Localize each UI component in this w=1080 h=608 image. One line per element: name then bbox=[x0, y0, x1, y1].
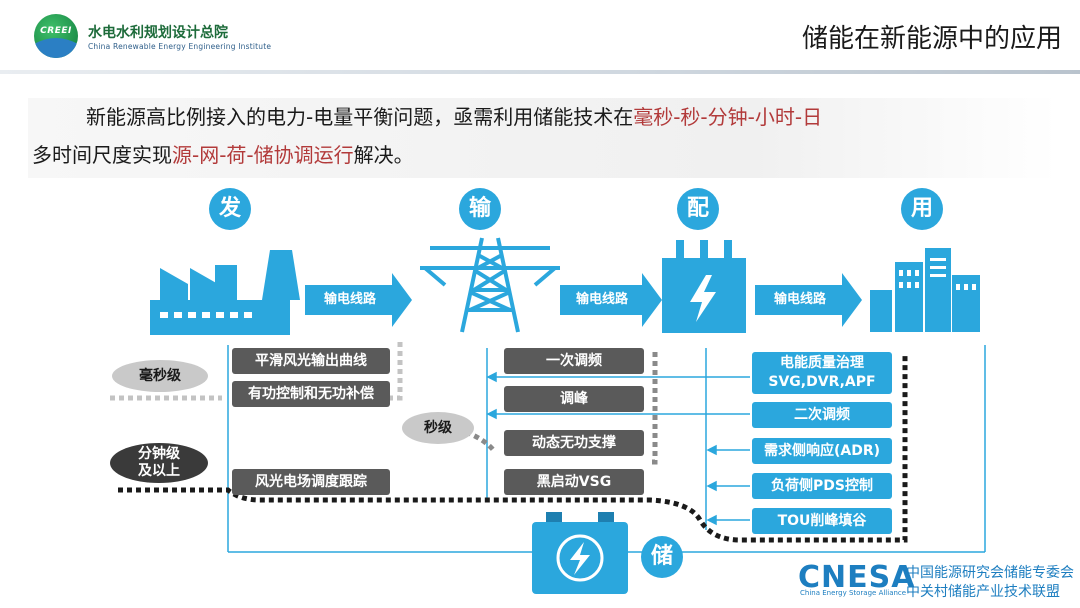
intro-text: 解决。 bbox=[353, 143, 414, 167]
intro-highlight-coordination: 源-网-荷-储协调运行 bbox=[172, 143, 354, 167]
generation-item-power-control: 有功控制和无功补偿 bbox=[232, 381, 390, 407]
user-item-demand-response: 需求侧响应(ADR) bbox=[752, 438, 892, 464]
header bbox=[0, 0, 1080, 72]
stage-storage: 储 bbox=[641, 536, 683, 578]
generation-item-smoothing: 平滑风光输出曲线 bbox=[232, 348, 390, 374]
transformer-icon bbox=[662, 240, 746, 333]
level-minute-line1: 分钟级 bbox=[138, 446, 180, 462]
intro-panel: 新能源高比例接入的电力-电量平衡问题，亟需利用储能技术在毫秒-秒-分钟-小时-日… bbox=[28, 98, 1058, 178]
user-item-tou: TOU削峰填谷 bbox=[752, 508, 892, 534]
cnesa-name-en: China Energy Storage Alliance bbox=[800, 589, 907, 597]
transmission-line-label-3: 输电线路 bbox=[773, 292, 826, 307]
org-name-en: China Renewable Energy Engineering Insti… bbox=[88, 42, 272, 51]
user-item-power-quality: 电能质量治理 SVG,DVR,APF bbox=[752, 352, 892, 394]
cnesa-name-cn-1: 中国能源研究会储能专委会 bbox=[906, 565, 1074, 581]
intro-highlight-timescale: 毫秒-秒-分钟-小时-日 bbox=[633, 105, 823, 129]
org-name-cn: 水电水利规划设计总院 bbox=[88, 25, 228, 41]
transmission-tower-icon bbox=[420, 237, 560, 333]
buildings-icon bbox=[870, 248, 980, 332]
intro-text: 新能源高比例接入的电力-电量平衡问题，亟需利用储能技术在 bbox=[86, 105, 634, 129]
user-item-secondary-freq: 二次调频 bbox=[752, 402, 892, 428]
transmission-line-label-1: 输电线路 bbox=[323, 292, 376, 307]
logo-text: CREEI bbox=[40, 26, 72, 36]
level-millisecond: 毫秒级 bbox=[112, 360, 208, 392]
stage-transmission: 输 bbox=[459, 188, 501, 230]
grid-item-primary-freq: 一次调频 bbox=[504, 348, 644, 374]
grid-item-dynamic-reactive: 动态无功支撑 bbox=[504, 430, 644, 456]
stage-generation: 发 bbox=[209, 188, 251, 230]
grid-item-black-start: 黑启动VSG bbox=[504, 469, 644, 495]
intro-line-2: 多时间尺度实现源-网-荷-储协调运行解决。 bbox=[28, 136, 1058, 174]
intro-line-1: 新能源高比例接入的电力-电量平衡问题，亟需利用储能技术在毫秒-秒-分钟-小时-日 bbox=[28, 98, 1058, 136]
battery-icon bbox=[532, 512, 628, 594]
intro-text: 多时间尺度实现 bbox=[32, 143, 172, 167]
page-title: 储能在新能源中的应用 bbox=[801, 24, 1062, 54]
stage-consumption: 用 bbox=[901, 188, 943, 230]
grid-item-peak-regulation: 调峰 bbox=[504, 386, 644, 412]
cnesa-name-cn-2: 中关村储能产业技术联盟 bbox=[906, 584, 1060, 600]
stage-distribution: 配 bbox=[677, 188, 719, 230]
cnesa-logo: CNESA bbox=[798, 560, 916, 595]
header-divider bbox=[0, 70, 1080, 74]
user-item-power-quality-line2: SVG,DVR,APF bbox=[768, 374, 876, 390]
transmission-line-label-2: 输电线路 bbox=[575, 292, 628, 307]
power-plant-icon bbox=[150, 250, 300, 335]
level-second: 秒级 bbox=[402, 412, 474, 444]
user-item-pds-control: 负荷侧PDS控制 bbox=[752, 473, 892, 499]
user-item-power-quality-line1: 电能质量治理 bbox=[780, 355, 864, 371]
level-minute: 分钟级 及以上 bbox=[110, 443, 208, 483]
generation-item-dispatch-tracking: 风光电场调度跟踪 bbox=[232, 469, 390, 495]
creei-logo-icon bbox=[34, 14, 78, 58]
level-minute-line2: 及以上 bbox=[138, 463, 180, 479]
